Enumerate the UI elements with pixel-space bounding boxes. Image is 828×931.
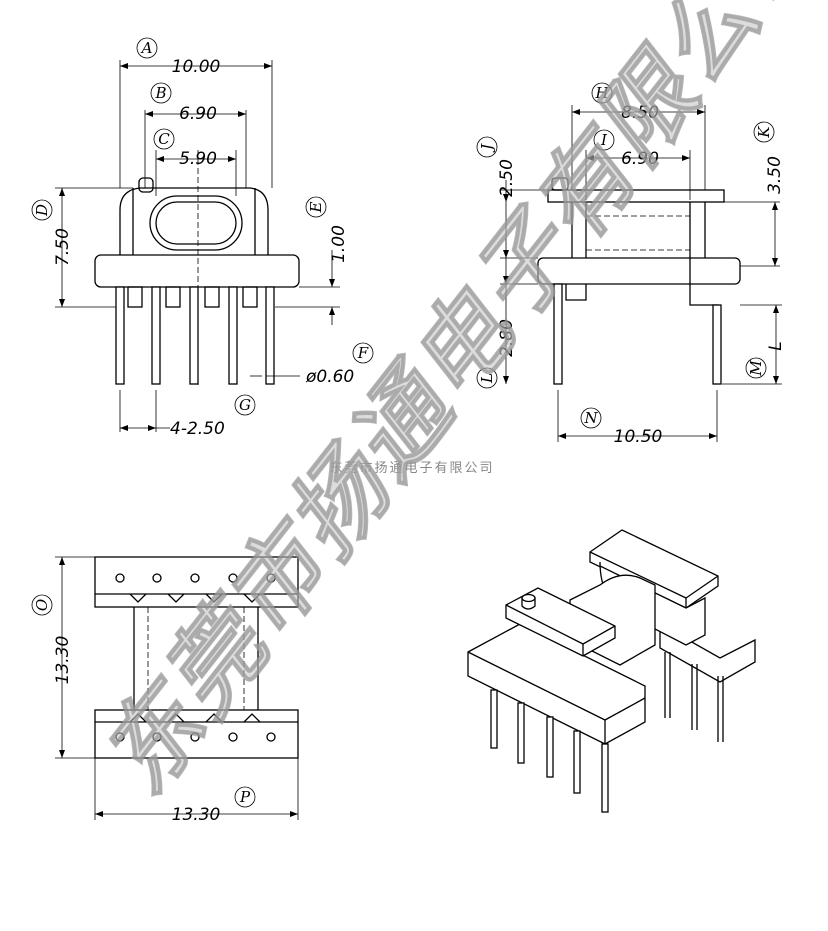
dim-e-value: 1.00 bbox=[329, 225, 349, 263]
label-a: A bbox=[140, 39, 153, 57]
dim-c-value: 5.90 bbox=[179, 149, 217, 169]
label-n: N bbox=[583, 409, 598, 427]
dim-p-value: 13.30 bbox=[172, 805, 221, 825]
dim-f-value: ø0.60 bbox=[305, 367, 354, 387]
dim-o-value: 13.30 bbox=[53, 636, 73, 685]
dim-h-value: 8.50 bbox=[621, 103, 659, 123]
dim-n-value: 10.50 bbox=[614, 427, 663, 447]
dim-b-value: 6.90 bbox=[179, 104, 217, 124]
label-o: O bbox=[33, 599, 51, 611]
label-j: J bbox=[478, 143, 496, 153]
label-e: E bbox=[307, 201, 325, 213]
dim-m-value: L bbox=[766, 341, 786, 350]
isometric-view bbox=[467, 529, 756, 813]
company-caption: 东莞市扬通电子有限公司 bbox=[329, 460, 494, 476]
label-k: K bbox=[755, 126, 773, 139]
dim-g-value: 4-2.50 bbox=[170, 419, 225, 439]
label-c: C bbox=[158, 130, 170, 148]
label-p: P bbox=[239, 788, 251, 806]
label-d: D bbox=[33, 204, 51, 217]
label-b: B bbox=[154, 84, 166, 102]
label-h: H bbox=[594, 84, 609, 102]
dim-k-value: 3.50 bbox=[765, 156, 785, 194]
label-f: F bbox=[357, 344, 369, 362]
dim-l-value: 2.80 bbox=[497, 319, 517, 357]
dim-i-value: 6.90 bbox=[621, 149, 659, 169]
label-i: I bbox=[600, 131, 608, 149]
dim-d-value: 7.50 bbox=[53, 228, 73, 266]
front-view: 10.00 A 6.90 B 5.90 C 7.50 D 1.00 bbox=[31, 37, 374, 439]
dim-j-value: 2.50 bbox=[497, 159, 517, 197]
label-l: L bbox=[478, 373, 496, 384]
bottom-view: 13.30 O 13.30 P bbox=[31, 556, 299, 825]
side-view: 8.50 H 6.90 I 2.50 J 3.50 K 2.80 L bbox=[476, 82, 786, 447]
label-g: G bbox=[239, 396, 251, 414]
dim-a-value: 10.00 bbox=[172, 57, 221, 77]
label-m: M bbox=[747, 360, 765, 377]
